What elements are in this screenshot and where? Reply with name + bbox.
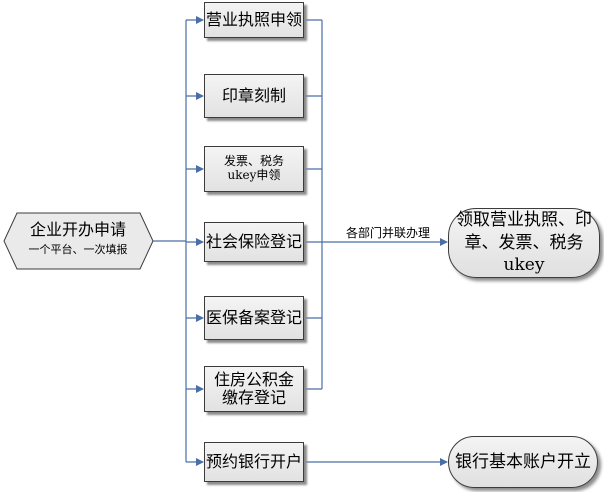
step-business-license: 营业执照申领	[204, 2, 304, 38]
start-title: 企业开办申请	[29, 220, 126, 239]
step-social-insurance: 社会保险登记	[204, 222, 304, 262]
step-label: 医保备案登记	[205, 307, 302, 327]
step-label: 印章刻制	[221, 85, 286, 105]
step-label: 发票、税务ukey申领	[223, 154, 284, 182]
step-medical-insurance: 医保备案登记	[204, 296, 304, 340]
start-node: 企业开办申请 一个平台、一次填报	[8, 220, 148, 258]
step-seal-engraving: 印章刻制	[204, 74, 304, 118]
start-shape	[3, 212, 154, 270]
start-subtitle: 一个平台、一次填报	[28, 243, 128, 256]
step-invoice-tax-ukey: 发票、税务ukey申领	[204, 146, 304, 192]
step-bank-appointment: 预约银行开户	[204, 442, 304, 482]
step-label: 住房公积金缴存登记	[213, 369, 294, 407]
step-label: 社会保险登记	[205, 231, 302, 251]
step-housing-fund: 住房公积金缴存登记	[204, 366, 304, 412]
result-license-seal-invoice: 领取营业执照、印章、发票、税务ukey	[448, 208, 600, 278]
parallel-processing-label: 各部门并联办理	[346, 226, 431, 240]
result-label: 银行基本账户开立	[455, 451, 591, 472]
result-label: 领取营业执照、印章、发票、税务ukey	[456, 209, 592, 276]
step-label: 营业执照申领	[205, 9, 302, 29]
step-label: 预约银行开户	[205, 451, 302, 471]
result-bank-account: 银行基本账户开立	[448, 436, 598, 488]
